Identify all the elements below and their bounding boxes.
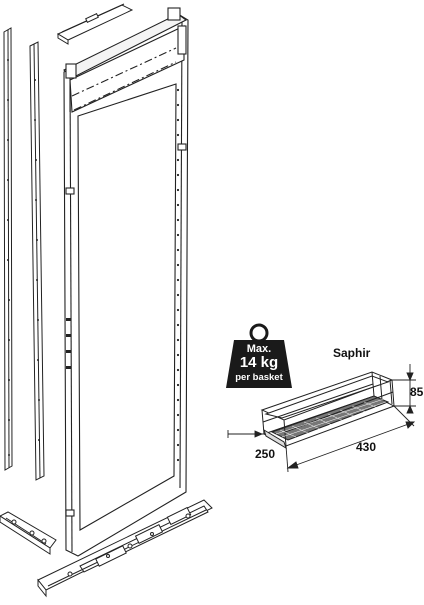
product-name: Saphir	[333, 346, 371, 360]
bottom-runner-telescopic	[37, 499, 213, 598]
weight-badge-line2: 14 kg	[239, 354, 279, 371]
side-rail-middle	[29, 41, 45, 481]
dimension-width: 250	[255, 447, 276, 461]
frame-holes	[66, 88, 180, 462]
weight-icon	[226, 323, 292, 388]
main-frame	[63, 7, 189, 557]
weight-badge-line1: Max.	[246, 343, 272, 355]
dimension-lines	[227, 364, 416, 473]
dimension-depth: 430	[356, 440, 377, 454]
bottom-runner-left	[0, 511, 57, 555]
basket-mesh	[275, 398, 387, 438]
weight-badge-line3: per basket	[235, 372, 283, 383]
side-rail-left	[3, 27, 13, 471]
top-bracket	[56, 3, 134, 45]
dimension-height: 85	[410, 385, 424, 399]
